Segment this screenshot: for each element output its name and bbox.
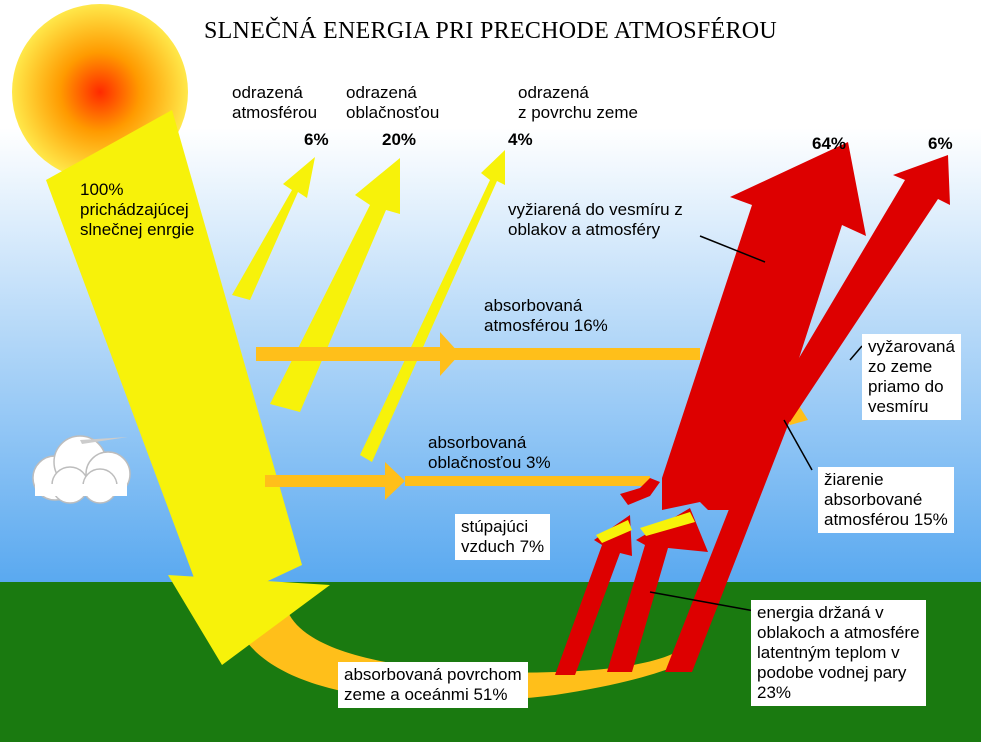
reflect-atm-arrow [232,157,315,300]
ground-radiation-arrow-b [768,155,950,422]
radiated-ground-label: vyžarovaná zo zeme priamo do vesmíru [862,334,961,420]
absorbed-cloud-arrow [265,462,405,500]
incoming-label: 100% prichádzajúcej slnečnej enrgie [80,180,195,239]
absorbed-cloud-band [405,476,650,486]
absorbed-surface-label: absorbovaná povrchom zeme a oceánmi 51% [338,662,528,708]
reflected-clouds-label: odrazená oblačnosťou [346,83,440,122]
incoming-beam [46,110,302,610]
reflected-surface-pct: 4% [508,130,533,149]
diagram-title: SLNEČNÁ ENERGIA PRI PRECHODE ATMOSFÉROU [203,18,778,44]
latent-heat-highlight [640,512,695,536]
rising-air-label: stúpajúci vzduch 7% [455,514,551,560]
leader-lines [649,235,863,613]
rising-air-arrow [555,515,632,675]
absorbed-atm-arrow [256,332,460,376]
space-radiation-arrow [662,142,866,510]
space-direct-pct: 6% [928,134,953,153]
reflected-atm-pct: 6% [304,130,329,149]
space-total-pct: 64% [812,134,847,153]
radiated-clouds-label: vyžiarená do vesmíru z oblakov a atmosfé… [508,200,683,239]
absorbed-clouds-label: absorbovaná oblačnosťou 3% [428,433,551,472]
red-connector [620,478,660,505]
cloud-icon [32,435,131,504]
absorbed-atm-label: absorbovaná atmosférou 16% [484,296,608,335]
incoming-arrowhead [168,575,330,665]
reflected-clouds-pct: 20% [382,130,417,149]
rising-air-highlight [596,520,632,543]
reflected-atm-label: odrazená atmosférou [232,83,318,122]
absorbed-radiation-label: žiarenie absorbované atmosférou 15% [818,467,954,533]
ground-radiation-arrow-a [665,410,790,672]
absorbed-atm-band [440,348,700,360]
reflect-surface-arrow [360,150,505,462]
latent-heat-label: energia držaná v oblakoch a atmosfére la… [751,600,926,706]
latent-heat-arrow [607,508,708,672]
reflected-surface-label: odrazená z povrchu zeme [518,83,638,122]
